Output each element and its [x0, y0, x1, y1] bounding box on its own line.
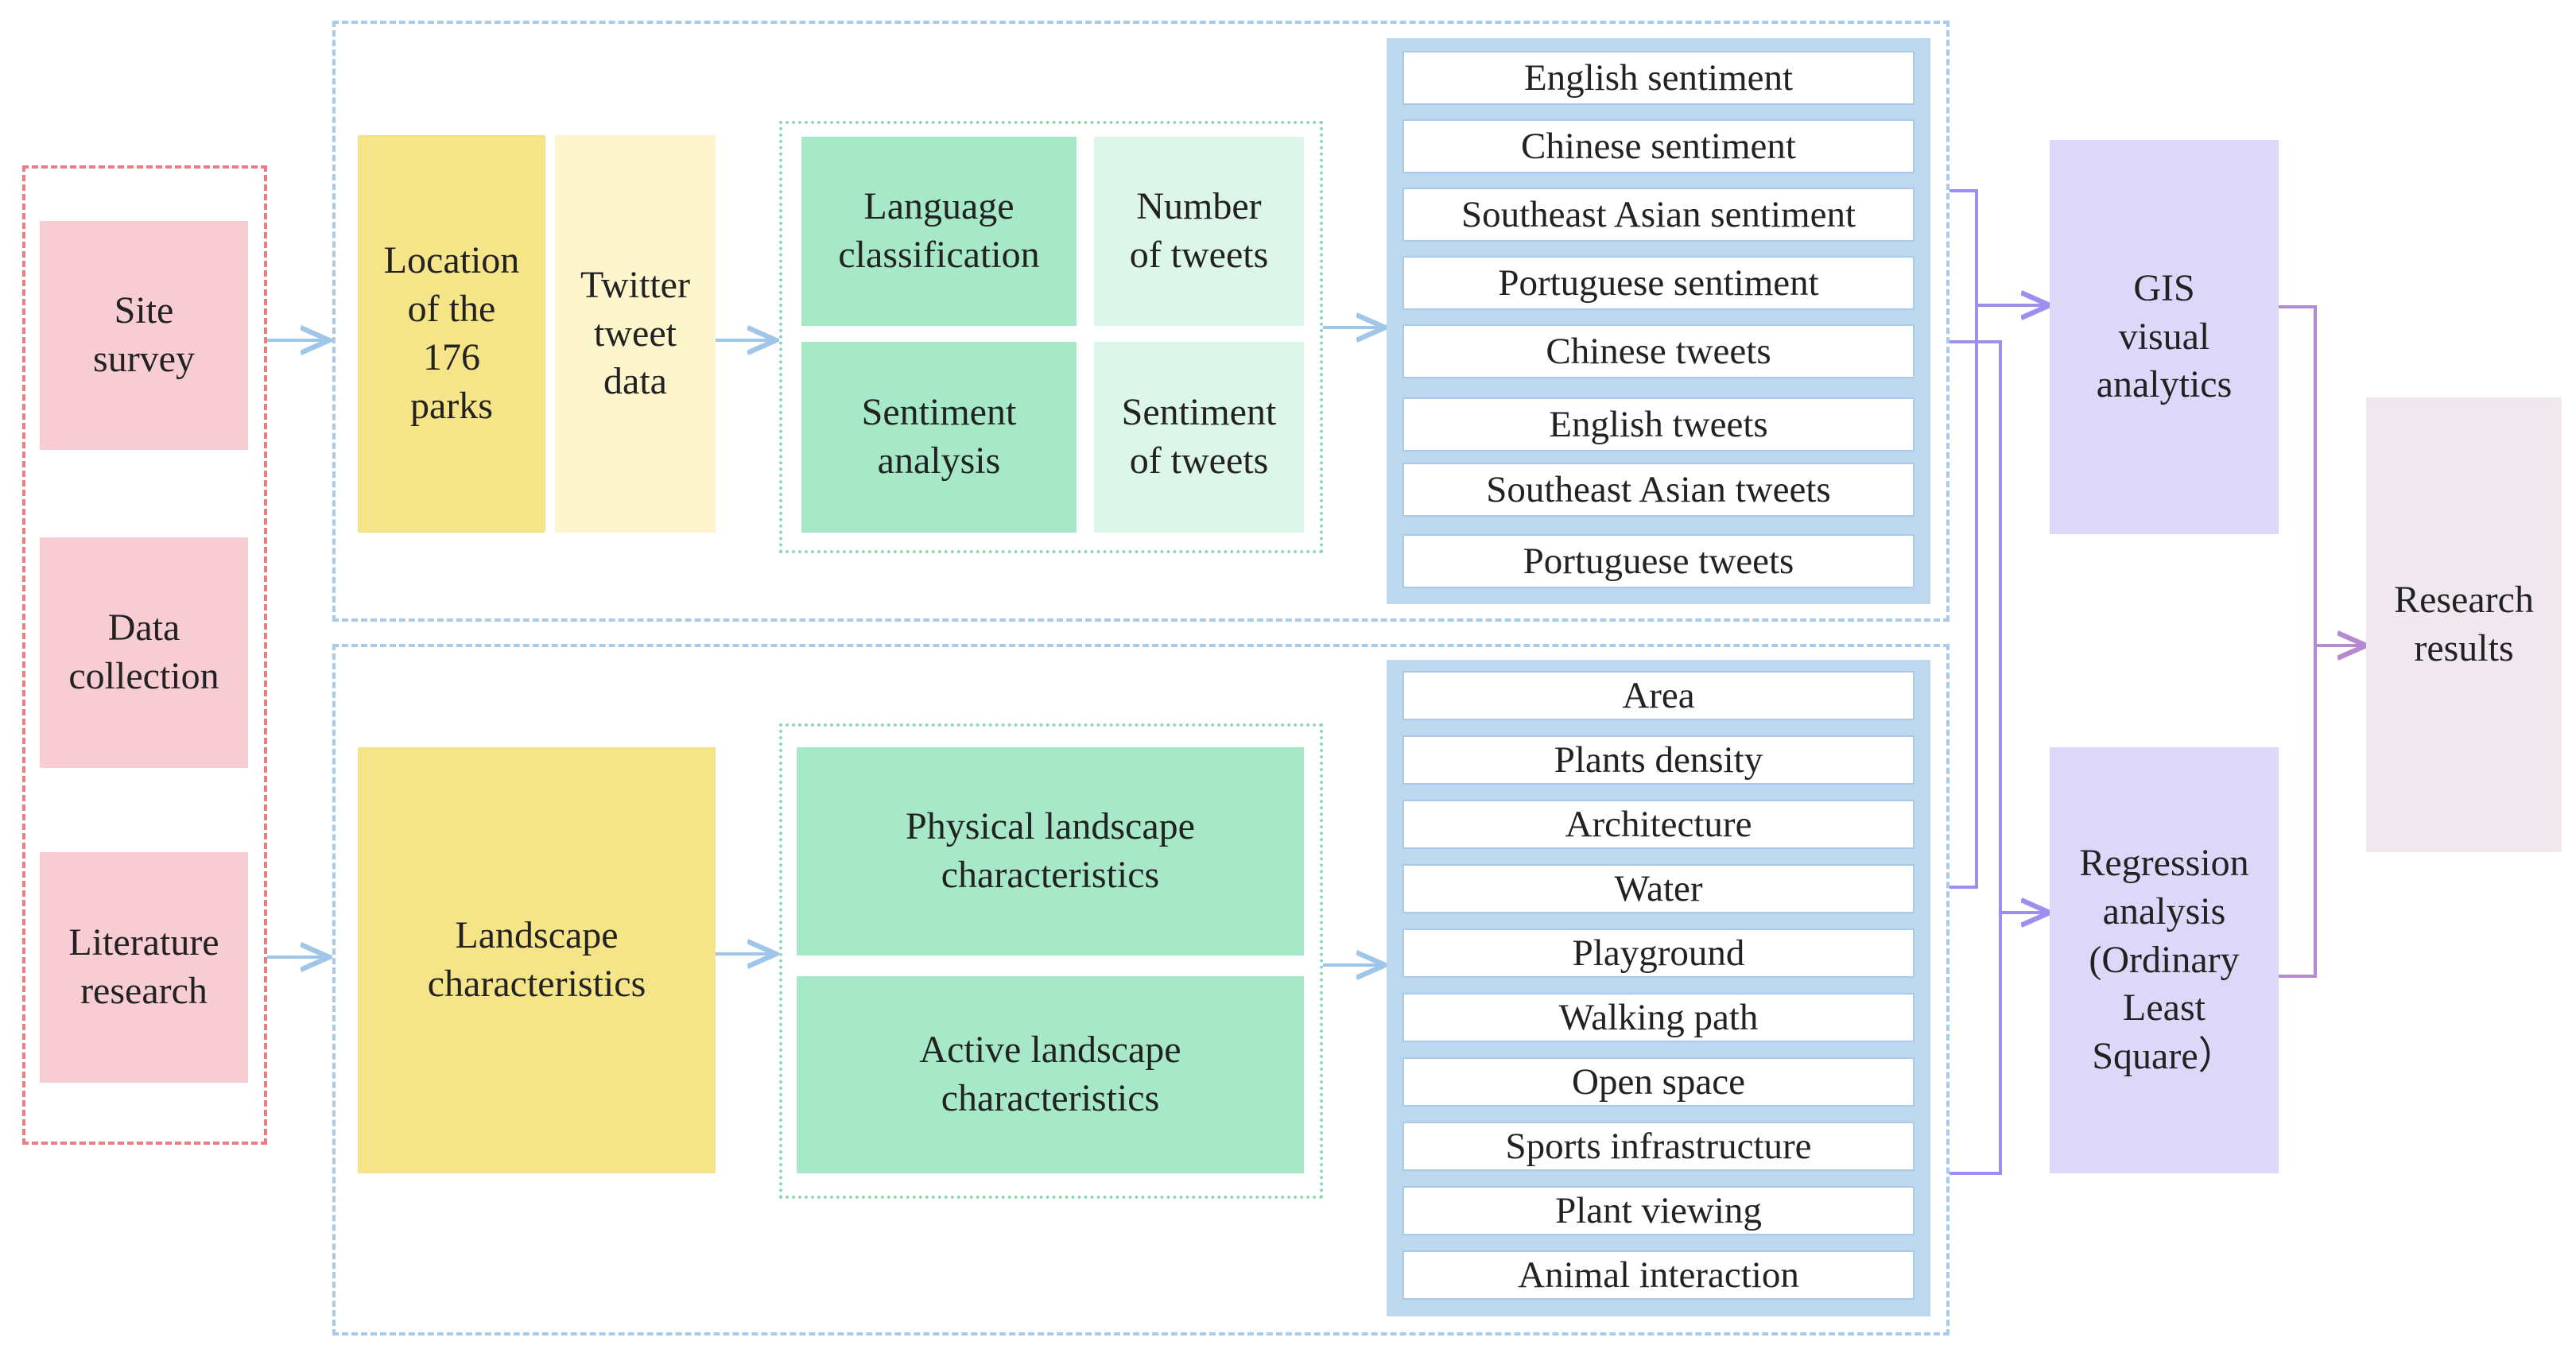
list-item: Water [1402, 864, 1915, 913]
list-item: English sentiment [1402, 51, 1915, 105]
sources-group-frame [22, 165, 267, 1145]
research-results-box: Research results [2366, 397, 2562, 852]
list-item: Portuguese tweets [1402, 534, 1915, 588]
regression-analysis-label: Regression analysis (Ordinary Least Squa… [2079, 841, 2249, 1078]
landscape-variables-panel: Area Plants density Architecture Water P… [1387, 660, 1930, 1316]
list-item: Animal interaction [1402, 1250, 1915, 1300]
landscape-label: Landscape characteristics [427, 914, 646, 1005]
list-item: Southeast Asian sentiment [1402, 188, 1915, 242]
list-item: Chinese sentiment [1402, 119, 1915, 173]
sentiment-analysis-box: Sentiment analysis [801, 342, 1077, 533]
landscape-box: Landscape characteristics [358, 747, 716, 1173]
number-of-tweets-box: Number of tweets [1094, 137, 1304, 326]
tweet-variables-panel: English sentiment Chinese sentiment Sout… [1387, 38, 1930, 604]
list-item: Open space [1402, 1057, 1915, 1107]
active-landscape-label: Active landscape characteristics [919, 1029, 1181, 1119]
number-of-tweets-label: Number of tweets [1129, 185, 1269, 276]
landscape-processing-frame [779, 723, 1323, 1199]
literature-research-label: Literature research [68, 921, 219, 1012]
research-results-label: Research results [2394, 579, 2534, 669]
list-item: Area [1402, 671, 1915, 720]
physical-landscape-box: Physical landscape characteristics [797, 747, 1304, 956]
list-item: Southeast Asian tweets [1402, 463, 1915, 517]
literature-research-box: Literature research [40, 852, 248, 1083]
list-item: Walking path [1402, 993, 1915, 1042]
language-classification-label: Language classification [838, 185, 1040, 276]
location-box: Location of the 176 parks [358, 135, 545, 533]
tweet-workflow-frame [332, 21, 1949, 622]
data-collection-label: Data collection [68, 607, 219, 697]
list-item: Portuguese sentiment [1402, 256, 1915, 310]
sentiment-of-tweets-box: Sentiment of tweets [1094, 342, 1304, 533]
regression-analysis-box: Regression analysis (Ordinary Least Squa… [2050, 747, 2279, 1173]
site-survey-label: Site survey [93, 289, 195, 380]
gis-visual-analytics-label: GIS visual analytics [2096, 266, 2233, 406]
list-item: Chinese tweets [1402, 324, 1915, 378]
landscape-workflow-frame [332, 644, 1949, 1336]
tweet-processing-frame [779, 121, 1323, 553]
list-item: Playground [1402, 928, 1915, 978]
list-item: Sports infrastructure [1402, 1122, 1915, 1171]
sentiment-analysis-label: Sentiment analysis [861, 391, 1017, 482]
active-landscape-box: Active landscape characteristics [797, 976, 1304, 1173]
data-collection-box: Data collection [40, 537, 248, 768]
physical-landscape-label: Physical landscape characteristics [906, 805, 1195, 896]
list-item: English tweets [1402, 397, 1915, 452]
list-item: Plants density [1402, 735, 1915, 785]
bracket-to-gis [1949, 189, 1978, 889]
sentiment-of-tweets-label: Sentiment of tweets [1121, 391, 1277, 482]
list-item: Plant viewing [1402, 1186, 1915, 1235]
list-item: Architecture [1402, 800, 1915, 849]
site-survey-box: Site survey [40, 221, 248, 450]
bracket-to-regression [1949, 340, 2002, 1175]
location-label: Location of the 176 parks [383, 239, 520, 427]
language-classification-box: Language classification [801, 137, 1077, 326]
gis-visual-analytics-box: GIS visual analytics [2050, 140, 2279, 534]
twitter-box: Twitter tweet data [555, 135, 716, 533]
twitter-label: Twitter tweet data [580, 263, 690, 403]
bracket-to-results [2279, 305, 2317, 978]
